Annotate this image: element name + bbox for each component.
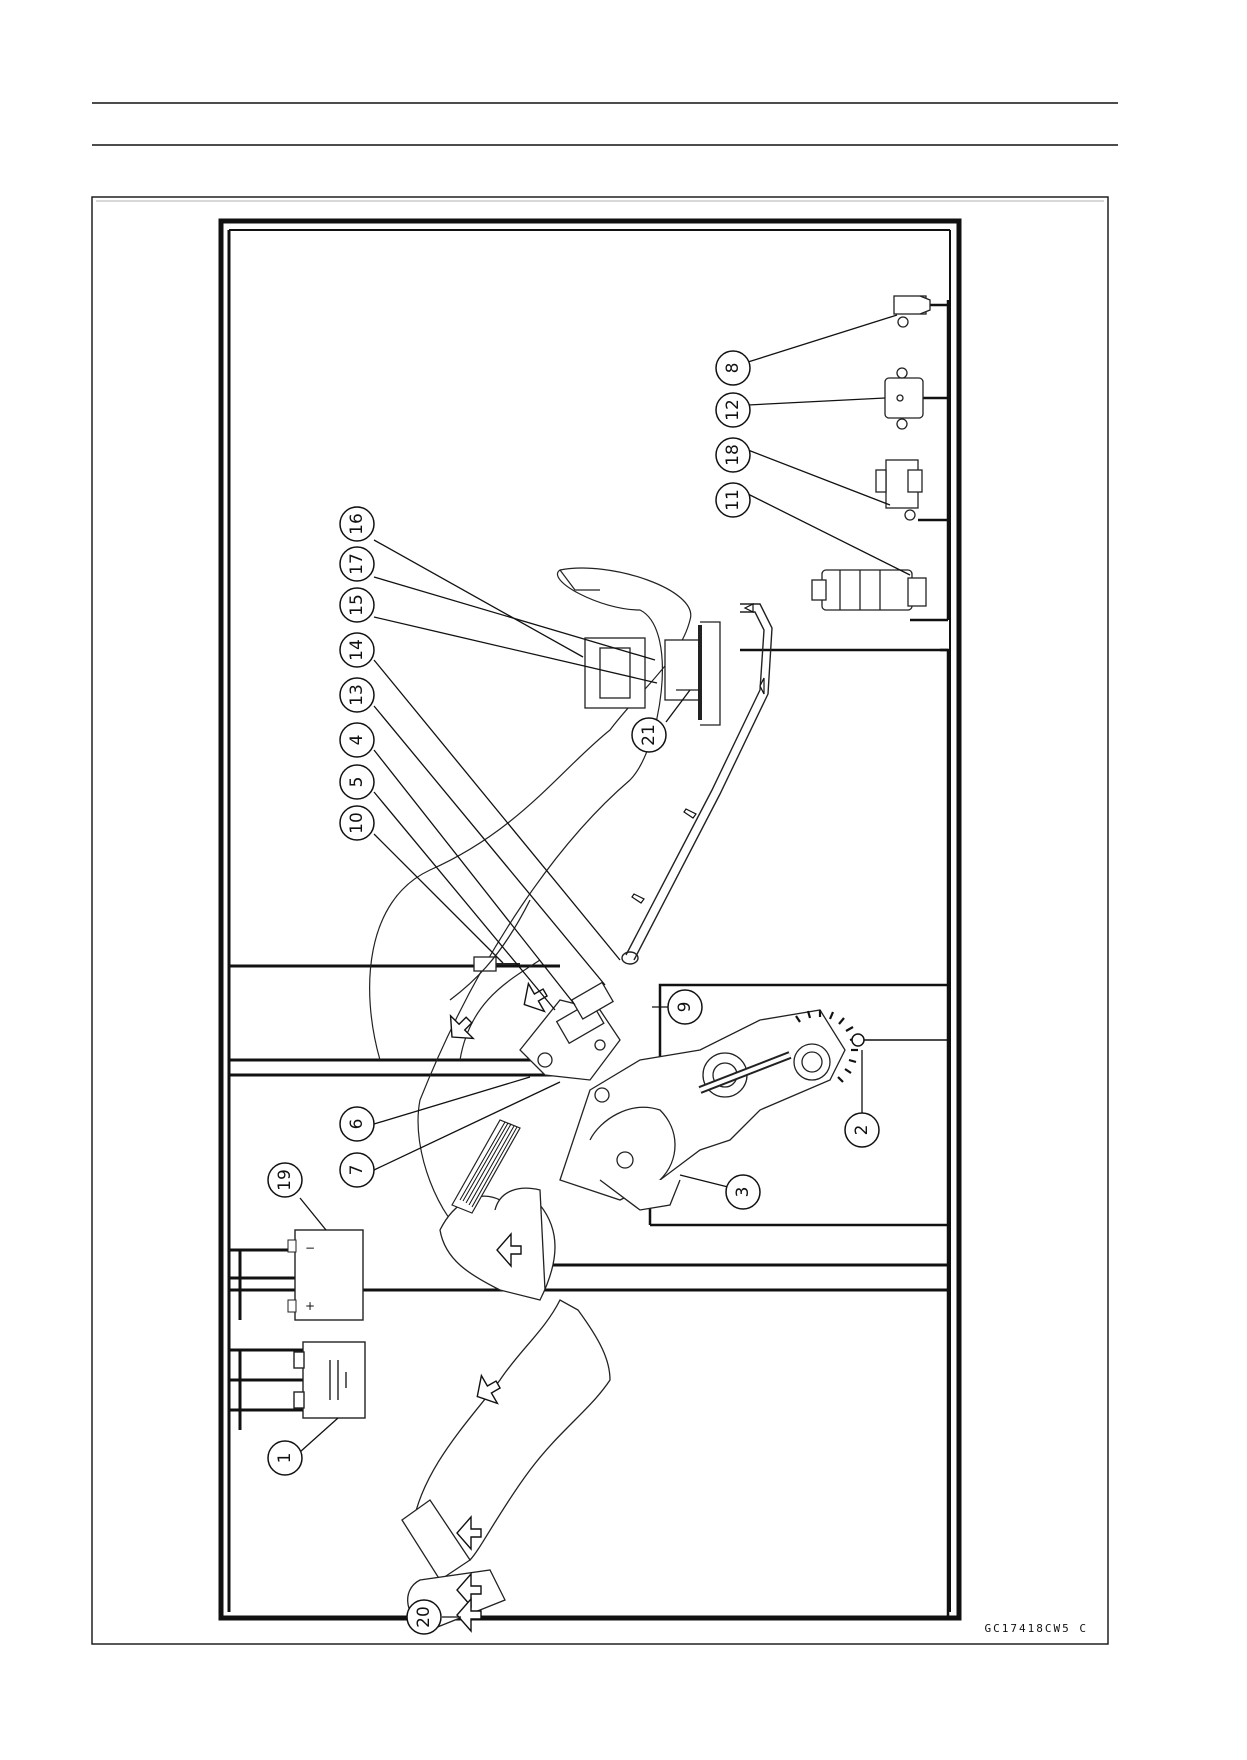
- callout-15-label: 15: [347, 594, 367, 616]
- callout-19-label: 19: [275, 1169, 295, 1191]
- callout-7: 7: [339, 1152, 375, 1188]
- callout-14-label: 14: [347, 639, 367, 661]
- callout-20: 20: [406, 1599, 442, 1635]
- battery-minus-label: −: [305, 1241, 315, 1255]
- callout-3: 3: [725, 1174, 761, 1210]
- callout-18-label: 18: [723, 444, 743, 466]
- callout-6: 6: [339, 1106, 375, 1142]
- leader-lines: [299, 314, 911, 1618]
- engine-block: [559, 1009, 846, 1211]
- callout-20-label: 20: [414, 1606, 434, 1628]
- callout-10: 10: [339, 805, 375, 841]
- fuel-flow-arrow-icon: [631, 603, 765, 904]
- airflow-arrow-icon: [449, 981, 549, 1608]
- callout-2: 2: [844, 1112, 880, 1148]
- battery-plus-label: +: [305, 1299, 315, 1313]
- callout-10-label: 10: [347, 812, 367, 834]
- callout-8: 8: [715, 350, 751, 386]
- callout-19: 19: [267, 1162, 303, 1198]
- figure-frame: [91, 196, 1109, 1645]
- ecu-part-8: [893, 295, 931, 328]
- callout-2-label: 2: [852, 1125, 872, 1136]
- callout-12-label: 12: [723, 399, 743, 421]
- callout-1-label: 1: [275, 1453, 295, 1464]
- callout-13: 13: [339, 677, 375, 713]
- callout-4-label: 4: [347, 735, 367, 746]
- callout-11: 11: [715, 482, 751, 518]
- air-filter: [451, 1119, 521, 1214]
- timing-rotor: [795, 1010, 858, 1083]
- callout-12: 12: [715, 392, 751, 428]
- air-intake-duct: [401, 1187, 611, 1631]
- callout-9: 9: [667, 989, 703, 1025]
- callout-13-label: 13: [347, 684, 367, 706]
- sensor-part-12: [884, 367, 924, 430]
- callout-7-label: 7: [347, 1165, 367, 1176]
- callout-1: 1: [267, 1440, 303, 1476]
- callout-8-label: 8: [723, 363, 743, 374]
- crank-sensor-body: [851, 1033, 865, 1047]
- callout-17: 17: [339, 546, 375, 582]
- callout-21-label: 21: [639, 724, 659, 746]
- callout-21: 21: [631, 717, 667, 753]
- callout-16-label: 16: [347, 513, 367, 535]
- airflow-inlet-arrow-icon: [456, 1597, 482, 1633]
- sensor-part-18: [875, 459, 923, 521]
- harness-part-11: [811, 569, 927, 611]
- throttle-body: [519, 981, 621, 1081]
- callout-4: 4: [339, 722, 375, 758]
- callout-5-label: 5: [347, 777, 367, 788]
- fuel-tank-pump: [584, 621, 721, 726]
- callout-11-label: 11: [723, 489, 743, 511]
- callout-9-label: 9: [675, 1002, 695, 1013]
- callout-14: 14: [339, 632, 375, 668]
- callout-17-label: 17: [347, 553, 367, 575]
- battery-part-19: − +: [287, 1229, 364, 1321]
- callout-18: 18: [715, 437, 751, 473]
- callout-6-label: 6: [347, 1119, 367, 1130]
- figure-code: GC17418CW5 C: [985, 1622, 1088, 1635]
- relay-box-part-1: [293, 1341, 366, 1419]
- callout-5: 5: [339, 764, 375, 800]
- callout-16: 16: [339, 506, 375, 542]
- callout-3-label: 3: [733, 1187, 753, 1198]
- callout-15: 15: [339, 587, 375, 623]
